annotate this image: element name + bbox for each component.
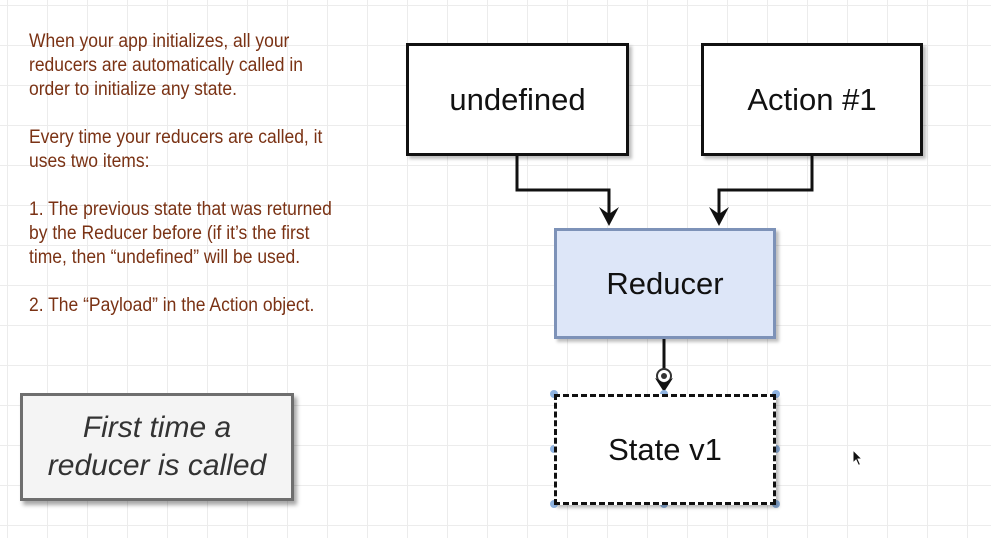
node-undefined-label: undefined bbox=[449, 81, 586, 117]
callout-box[interactable]: First time a reducer is called bbox=[20, 393, 294, 501]
node-action-label: Action #1 bbox=[747, 81, 877, 117]
note-paragraph-payload: 2. The “Payload” in the Action object. bbox=[29, 295, 315, 316]
arrowhead-reducer-to-state bbox=[655, 378, 673, 392]
node-state[interactable]: State v1 bbox=[554, 394, 776, 505]
note-paragraph-init: When your app initializes, all your redu… bbox=[29, 31, 303, 100]
node-reducer-label: Reducer bbox=[606, 265, 724, 301]
edge-action-to-reducer[interactable] bbox=[717, 156, 814, 218]
callout-label: First time a reducer is called bbox=[47, 411, 267, 482]
note-paragraph-previous-state: 1. The previous state that was returned … bbox=[29, 199, 332, 268]
edge-undefined-to-reducer[interactable] bbox=[515, 156, 611, 218]
note-paragraph-two-items: Every time your reducers are called, it … bbox=[29, 127, 323, 172]
explanation-text: When your app initializes, all your redu… bbox=[29, 30, 360, 342]
node-action[interactable]: Action #1 bbox=[701, 43, 923, 156]
mouse-pointer-icon bbox=[852, 449, 864, 467]
node-undefined[interactable]: undefined bbox=[406, 43, 629, 156]
arrowhead-undefined-to-reducer bbox=[599, 207, 619, 226]
node-reducer[interactable]: Reducer bbox=[554, 228, 776, 339]
arrowhead-action-to-reducer bbox=[709, 207, 729, 226]
node-state-label: State v1 bbox=[608, 431, 722, 467]
